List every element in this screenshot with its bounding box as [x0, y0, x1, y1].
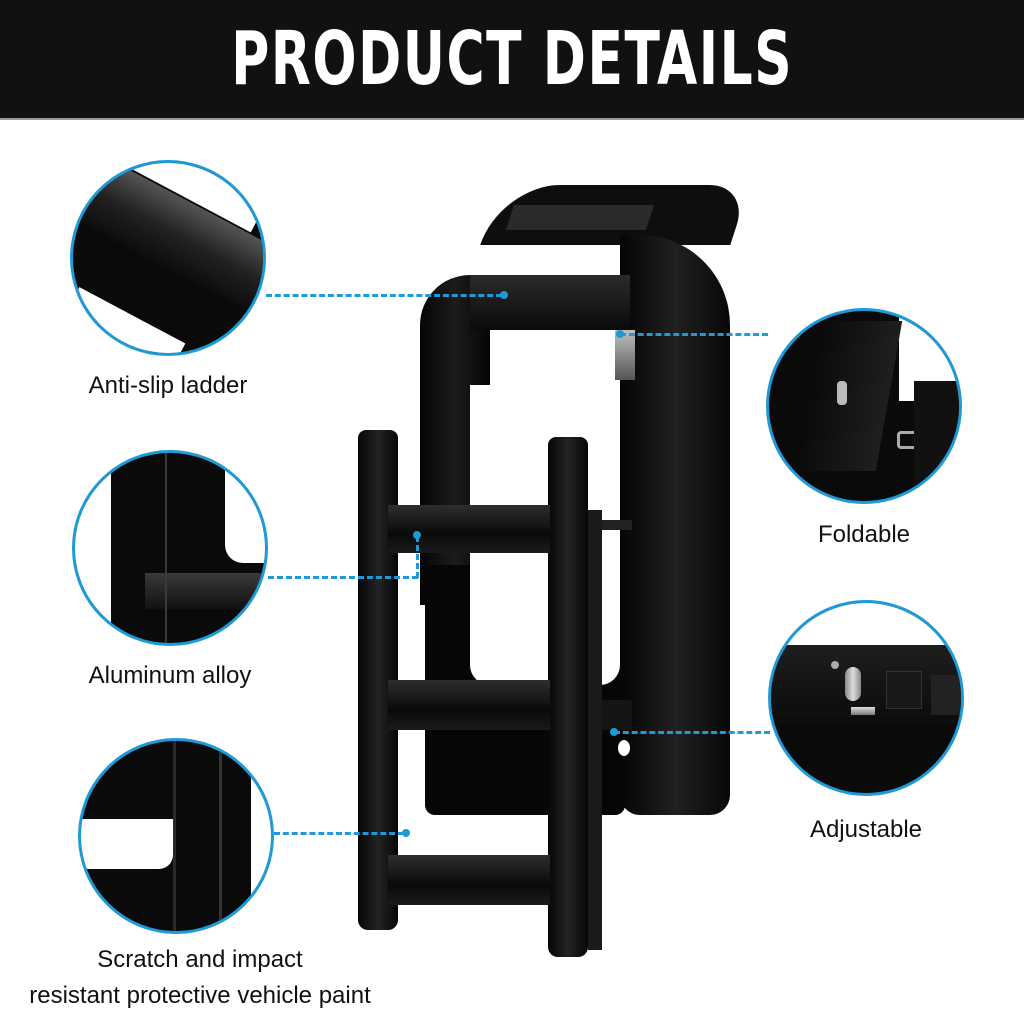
feature-label-adjustable: Adjustable	[809, 816, 923, 843]
feature-label-paint-line1: Scratch and impact	[97, 946, 303, 973]
feature-label-foldable: Foldable	[817, 521, 911, 548]
feature-label-aluminum: Aluminum alloy	[88, 662, 252, 689]
header-banner: PRODUCT DETAILS	[0, 0, 1024, 120]
callout-dot-paint	[402, 829, 410, 837]
callout-line-foldable	[620, 333, 768, 336]
product-image	[340, 175, 760, 965]
callout-dot-foldable	[616, 330, 624, 338]
page-title: PRODUCT DETAILS	[231, 16, 793, 102]
feature-circle-paint	[78, 738, 274, 934]
feature-circle-anti-slip	[70, 160, 266, 356]
callout-line-adjustable	[614, 731, 770, 734]
callout-dot-anti-slip	[500, 291, 508, 299]
feature-circle-adjustable	[768, 600, 964, 796]
callout-dot-adjustable	[610, 728, 618, 736]
feature-circle-aluminum	[72, 450, 268, 646]
callout-line-anti-slip	[266, 294, 502, 297]
callout-vline-aluminum	[416, 536, 419, 578]
feature-label-anti-slip: Anti-slip ladder	[88, 372, 248, 399]
feature-circle-foldable	[766, 308, 962, 504]
callout-dot-aluminum	[413, 531, 421, 539]
callout-line-aluminum	[268, 576, 418, 579]
feature-label-paint-line2: resistant protective vehicle paint	[29, 982, 371, 1009]
callout-line-paint	[274, 832, 404, 835]
